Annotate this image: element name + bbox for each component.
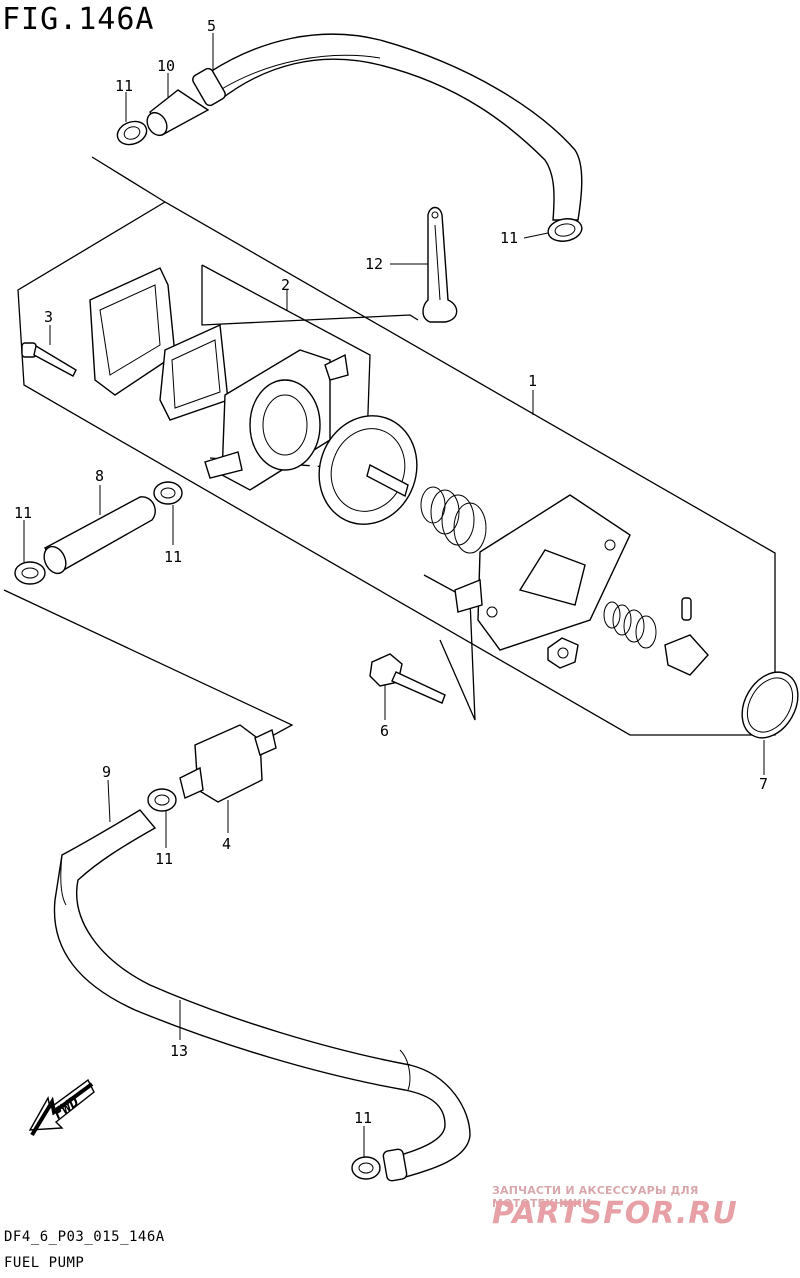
watermark-subtitle: ЗАПЧАСТИ И АКСЕССУАРЫ ДЛЯ МОТОТЕХНИКИ [492,1184,699,1210]
hose-clip-c [153,481,183,505]
fuel-filter [179,724,277,803]
lower-fuel-hose [53,809,471,1182]
callout-1: 1 [528,372,537,390]
callout-11: 11 [500,229,518,247]
pump-cover [454,494,631,651]
callout-13: 13 [170,1042,188,1060]
callout-11: 11 [115,77,133,95]
callout-11: 11 [164,548,182,566]
hose-clip-b [547,218,583,242]
callout-4: 4 [222,835,231,853]
figure-caption: FUEL PUMP [4,1255,85,1271]
figure-title: FIG.146A [2,2,155,37]
forward-direction-arrow: FWD [28,1078,95,1137]
hose-clip-e [147,788,177,812]
o-ring [741,671,799,739]
hose-clip-a [116,120,148,146]
upper-fuel-hose [192,33,583,221]
assembly-outline [3,156,776,749]
callout-3: 3 [44,308,53,326]
callout-11: 11 [155,850,173,868]
callout-5: 5 [207,17,216,35]
spring-small [603,601,657,649]
middle-hose [43,496,156,575]
leader-lines [23,33,765,1157]
short-hose [146,89,210,137]
callout-12: 12 [365,255,383,273]
callout-8: 8 [95,467,104,485]
callout-11: 11 [354,1109,372,1127]
pin [681,597,692,621]
hose-strap [422,206,458,323]
spring-large [420,486,487,554]
gasket-plate [89,267,229,421]
diaphragm [318,415,418,525]
callout-9: 9 [102,763,111,781]
check-valve-cap [664,634,709,676]
callout-7: 7 [759,775,768,793]
callout-11: 11 [14,504,32,522]
callout-2: 2 [281,276,290,294]
callout-numbers: 5 10 11 11 12 2 3 1 8 11 11 6 7 9 11 4 1… [14,17,768,1127]
callout-10: 10 [157,57,175,75]
nut [547,637,579,669]
screw [21,342,77,377]
bolt [369,653,446,704]
hose-clip-f [351,1156,381,1180]
hose-clip-d [14,561,46,585]
pump-body [204,349,349,491]
watermark-brand: PARTSFOR.RU [492,1196,738,1231]
diagram-code: DF4_6_P03_015_146A [4,1229,165,1245]
callout-6: 6 [380,722,389,740]
